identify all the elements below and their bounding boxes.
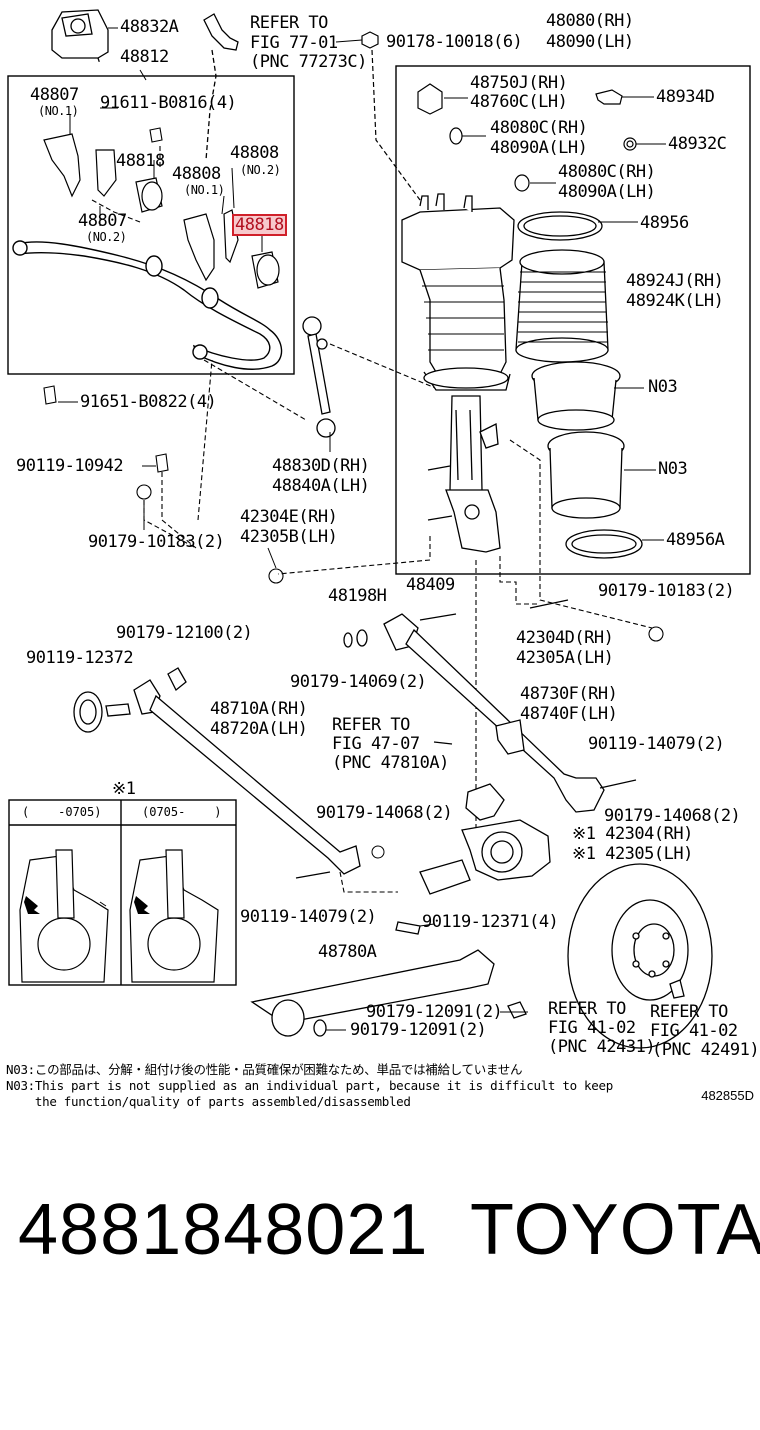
- label-90179-12091-b: 90179-12091(2): [350, 1020, 487, 1040]
- footer: 4881848021 TOYOTA: [18, 1190, 760, 1270]
- label-48080c-1: 48080C(RH): [490, 118, 588, 138]
- label-48932c: 48932C: [668, 134, 727, 154]
- label-91651: 91651-B0822(4): [80, 392, 217, 412]
- label-48812: 48812: [120, 47, 169, 67]
- label-mark-1: ※1: [112, 779, 136, 799]
- label-42305b: 42305B(LH): [240, 527, 338, 547]
- note-en-1: N03:This part is not supplied as an indi…: [6, 1078, 613, 1093]
- label-42305: ※1 42305(LH): [572, 844, 693, 864]
- label-90179-14069: 90179-14069(2): [290, 672, 427, 692]
- label-48956: 48956: [640, 213, 689, 233]
- label-48808-no1: 48808: [172, 164, 221, 184]
- note-jp: N03:この部品は、分解・組付け後の性能・品質確保が困難なため、単品では補給して…: [6, 1062, 523, 1077]
- air-strut-drawing: [401, 193, 515, 553]
- label-48750j: 48750J(RH): [470, 73, 568, 93]
- label-48080c-2: 48080C(RH): [558, 162, 656, 182]
- part-number: 4881848021: [18, 1190, 429, 1270]
- label-48934d: 48934D: [656, 87, 715, 107]
- label-48710a: 48710A(RH): [210, 699, 308, 719]
- label-48780a: 48780A: [318, 942, 377, 962]
- label-48924k: 48924K(LH): [626, 291, 724, 311]
- stabilizer-group-frame: [7, 75, 295, 375]
- label-48808-no1-sub: (NO.1): [184, 183, 225, 197]
- strut-group-frame: [395, 65, 751, 575]
- label-48840a: 48840A(LH): [272, 476, 370, 496]
- note-en-2: the function/quality of parts assembled/…: [6, 1094, 411, 1109]
- label-48808-no2: 48808: [230, 143, 279, 163]
- label-48720a: 48720A(LH): [210, 719, 308, 739]
- label-fig-47-07[interactable]: FIG 47-07: [332, 734, 420, 754]
- label-48198h: 48198H: [328, 586, 387, 606]
- label-91611: 91611-B0816(4): [100, 93, 237, 113]
- label-90119-14079-b: 90119-14079(2): [588, 734, 725, 754]
- label-fig-77-01[interactable]: FIG 77-01: [250, 33, 338, 53]
- label-refer-to-41-a[interactable]: REFER TO: [548, 999, 626, 1019]
- label-fig-41-02-a[interactable]: FIG 41-02: [548, 1018, 636, 1038]
- label-90179-14068-b: 90179-14068(2): [604, 806, 741, 826]
- label-48807-no1-sub: (NO.1): [38, 104, 79, 118]
- inset-frame: [8, 799, 237, 986]
- label-pnc-77273c[interactable]: (PNC 77273C): [250, 52, 367, 72]
- label-48832A: 48832A: [120, 17, 179, 37]
- label-n03-a: N03: [648, 377, 678, 397]
- inset-right-header: (0705- ): [142, 805, 222, 819]
- label-pnc-42491[interactable]: (PNC 42491): [652, 1040, 760, 1060]
- label-48090-lh: 48090(LH): [546, 32, 634, 52]
- label-90119-10942: 90119-10942: [16, 456, 124, 476]
- label-48760c: 48760C(LH): [470, 92, 568, 112]
- label-48807-no2-sub: (NO.2): [86, 230, 127, 244]
- inset-left-header: ( -0705): [22, 805, 102, 819]
- label-48730f: 48730F(RH): [520, 684, 618, 704]
- label-48830d: 48830D(RH): [272, 456, 370, 476]
- label-fig-41-02-b[interactable]: FIG 41-02: [650, 1021, 738, 1041]
- label-90179-14068-a: 90179-14068(2): [316, 803, 453, 823]
- label-48807-no2: 48807: [78, 211, 127, 231]
- label-48090a-2: 48090A(LH): [558, 182, 656, 202]
- label-48924j: 48924J(RH): [626, 271, 724, 291]
- label-pnc-47810a[interactable]: (PNC 47810A): [332, 753, 449, 773]
- label-48956a: 48956A: [666, 530, 725, 550]
- label-42304e: 42304E(RH): [240, 507, 338, 527]
- label-90119-12371: 90119-12371(4): [422, 912, 559, 932]
- label-42304d: 42304D(RH): [516, 628, 614, 648]
- bracket-48832A-drawing: [51, 9, 109, 65]
- label-pnc-42431[interactable]: (PNC 42431): [548, 1037, 656, 1057]
- label-refer-to-47[interactable]: REFER TO: [332, 715, 410, 735]
- label-refer-to-41-b[interactable]: REFER TO: [650, 1002, 728, 1022]
- label-42305a: 42305A(LH): [516, 648, 614, 668]
- label-42304: ※1 42304(RH): [572, 824, 693, 844]
- label-48080-rh: 48080(RH): [546, 11, 634, 31]
- brand-name: TOYOTA: [470, 1190, 760, 1270]
- label-48808-no2-sub: (NO.2): [240, 163, 281, 177]
- label-90178: 90178-10018(6): [386, 32, 523, 52]
- label-48740f: 48740F(LH): [520, 704, 618, 724]
- diagram-code: 482855D: [701, 1088, 754, 1103]
- label-48807-no1: 48807: [30, 85, 79, 105]
- label-n03-b: N03: [658, 459, 688, 479]
- parts-diagram: [7, 9, 751, 1049]
- label-90179-12100: 90179-12100(2): [116, 623, 253, 643]
- label-48090a-1: 48090A(LH): [490, 138, 588, 158]
- label-refer-to-77[interactable]: REFER TO: [250, 13, 328, 33]
- label-90179-12091-a: 90179-12091(2): [366, 1002, 503, 1022]
- label-90179-10183-a: 90179-10183(2): [88, 532, 225, 552]
- label-48409: 48409: [406, 575, 455, 595]
- label-90179-10183-b: 90179-10183(2): [598, 581, 735, 601]
- label-48818-a: 48818: [116, 151, 165, 171]
- label-90119-14079-a: 90119-14079(2): [240, 907, 377, 927]
- label-48818-highlighted[interactable]: 48818: [232, 214, 287, 236]
- label-90119-12372: 90119-12372: [26, 648, 134, 668]
